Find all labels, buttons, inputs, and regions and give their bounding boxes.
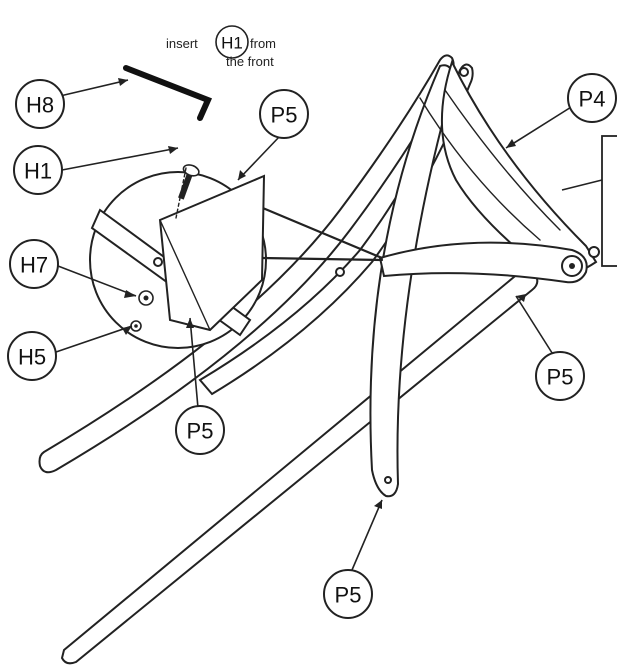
label-h8-text: H8 [26, 93, 54, 118]
label-p5-mid-text: P5 [187, 419, 214, 444]
label-h7: H7 [9, 239, 59, 289]
top-bolt [459, 67, 469, 77]
label-p4: P4 [567, 73, 617, 123]
allen-key-h8 [123, 65, 213, 121]
label-h5: H5 [7, 331, 57, 381]
screw-axis [175, 167, 187, 219]
label-h1-text: H1 [24, 159, 52, 184]
pivot-hole-left [335, 267, 345, 277]
arrow-heads [118, 78, 526, 509]
note-leader [561, 179, 603, 191]
instruction-prefix: insert [166, 36, 198, 51]
label-p5-bottom-text: P5 [335, 583, 362, 608]
inner-brace-line-2 [444, 89, 561, 231]
instruction-part-circle [215, 25, 249, 59]
instruction-part: H1 [221, 34, 243, 53]
pivot-bolt-center [569, 263, 575, 269]
right-end-cap [588, 246, 600, 258]
zoom-bolt [153, 257, 163, 267]
zoom-edge [159, 219, 211, 331]
leg-hole [384, 476, 392, 484]
note-box-clipped [601, 135, 617, 267]
zoom-pointer-top [256, 204, 384, 260]
label-h5-text: H5 [18, 345, 46, 370]
label-h7-text: H7 [20, 253, 48, 278]
label-p5-mid: P5 [175, 405, 225, 455]
instruction-suffix: from [250, 36, 276, 51]
seat-rail [198, 63, 474, 396]
instruction-note: insert H1 from the front [166, 25, 276, 69]
label-h1: H1 [13, 145, 63, 195]
zoom-detail-content [90, 164, 266, 337]
label-p5-right: P5 [535, 351, 585, 401]
cross-brace-right [378, 241, 588, 284]
inner-brace-line [419, 97, 541, 241]
label-p5-top-text: P5 [271, 103, 298, 128]
label-p5-bottom: P5 [323, 569, 373, 619]
leader-lines [55, 79, 577, 571]
label-p5-right-text: P5 [547, 365, 574, 390]
instruction-line2: the front [226, 54, 274, 69]
zoom-pointer-bottom [260, 256, 384, 262]
label-h8: H8 [15, 79, 65, 129]
label-p5-top: P5 [259, 89, 309, 139]
label-p4-text: P4 [579, 87, 606, 112]
zoom-board-panel [158, 174, 266, 332]
